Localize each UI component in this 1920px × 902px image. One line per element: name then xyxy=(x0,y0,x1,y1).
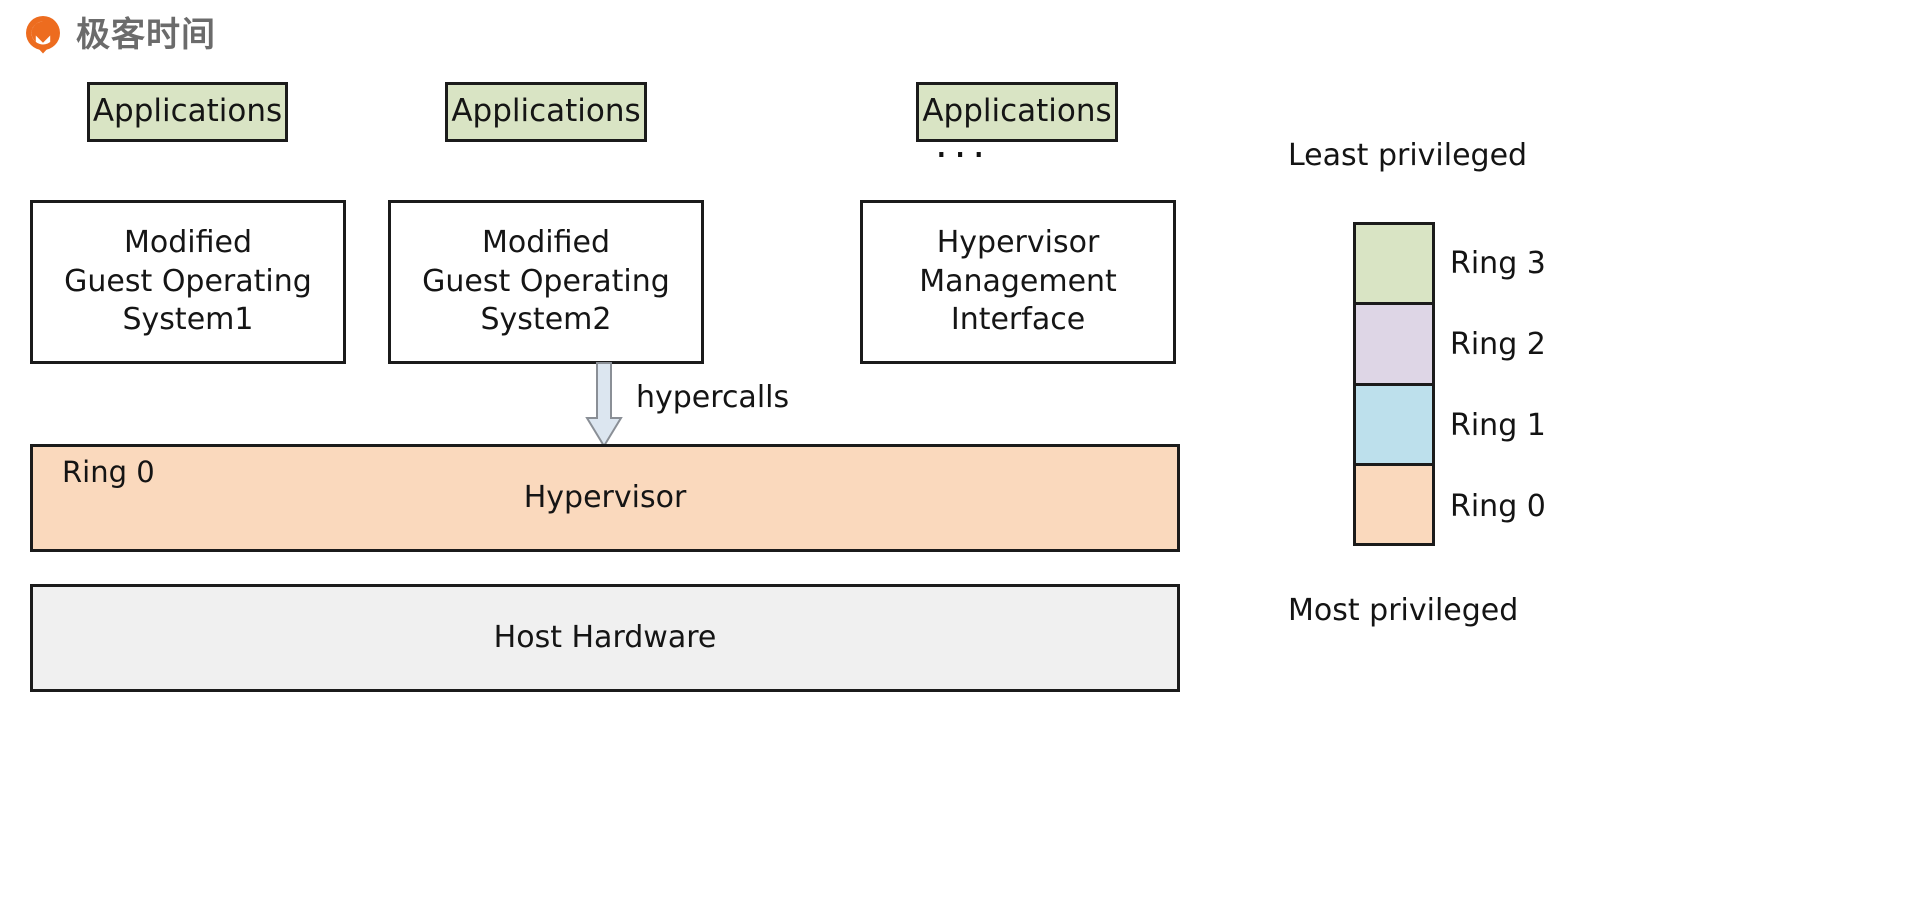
privilege-ring-strip xyxy=(1353,222,1435,546)
hypervisor-management-interface-box: Hypervisor Management Interface xyxy=(860,200,1176,364)
hypervisor-management-interface-line-1: Hypervisor xyxy=(936,225,1100,261)
host-hardware-label: Host Hardware xyxy=(493,619,717,655)
hypervisor-bar: Hypervisor xyxy=(30,444,1180,552)
legend-least-privileged-caption: Least privileged xyxy=(1288,138,1528,173)
applications-box-1: Applications xyxy=(87,82,288,142)
brand-logo: 极客时间 xyxy=(22,14,216,56)
applications-box-3-label: Applications xyxy=(922,93,1112,130)
ring-label-0: Ring 0 xyxy=(1450,489,1546,524)
host-hardware-bar: Host Hardware xyxy=(30,584,1180,692)
ring-swatch-3 xyxy=(1356,225,1432,306)
hypervisor-management-interface-line-3: Interface xyxy=(950,302,1086,338)
ring-swatch-2 xyxy=(1356,305,1432,386)
legend-most-privileged-caption: Most privileged xyxy=(1288,593,1519,628)
geektime-logo-icon xyxy=(22,14,64,56)
guest-os-box-2-line-1: Modified xyxy=(481,225,610,261)
guest-os-box-2-line-2: Guest Operating xyxy=(422,263,670,299)
ring-swatch-1 xyxy=(1356,385,1432,466)
ring-swatch-0 xyxy=(1356,465,1432,543)
guest-os-box-1: Modified Guest Operating System1 xyxy=(30,200,346,364)
guest-os-box-1-line-2: Guest Operating xyxy=(64,263,312,299)
guest-os-box-1-line-3: System1 xyxy=(122,302,254,338)
brand-name: 极客时间 xyxy=(76,15,216,55)
applications-box-3: Applications xyxy=(916,82,1118,142)
applications-box-2: Applications xyxy=(445,82,647,142)
hypervisor-bar-label: Hypervisor xyxy=(523,479,687,515)
applications-box-1-label: Applications xyxy=(92,93,283,130)
ring-label-2: Ring 2 xyxy=(1450,327,1546,362)
hypervisor-management-interface-line-2: Management xyxy=(919,263,1117,299)
hypercalls-label: hypercalls xyxy=(636,380,790,415)
guest-os-box-2: Modified Guest Operating System2 xyxy=(388,200,704,364)
ring-label-3: Ring 3 xyxy=(1450,246,1546,281)
hypercalls-down-arrow-icon xyxy=(580,362,628,448)
hypervisor-ring-tag: Ring 0 xyxy=(62,455,155,489)
ring-label-1: Ring 1 xyxy=(1450,408,1546,443)
guest-os-box-2-line-3: System2 xyxy=(480,302,612,338)
guest-os-box-1-line-1: Modified xyxy=(123,225,252,261)
applications-box-2-label: Applications xyxy=(451,93,641,130)
